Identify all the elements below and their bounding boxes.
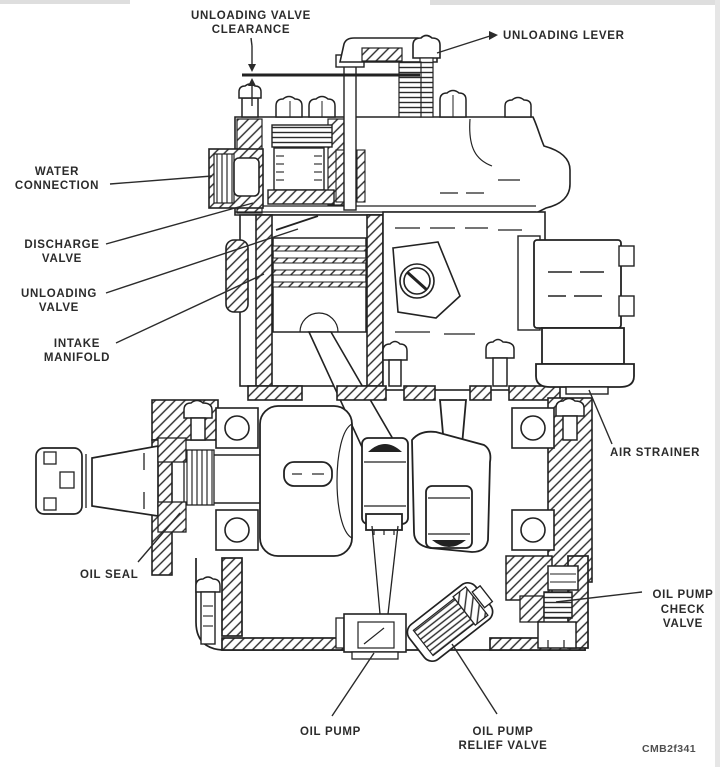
label-air-strainer: AIR STRAINER (610, 447, 700, 459)
main-bearings (215, 407, 555, 551)
label-oil-seal: OIL SEAL (80, 569, 138, 581)
oil-pan-bolt (195, 576, 221, 645)
leader-oil-pump-relief-valve (451, 643, 498, 715)
label-oil-pump: OIL PUMP (300, 726, 361, 738)
leader-discharge-valve (105, 202, 254, 245)
leader-oil-seal (137, 512, 181, 563)
figure-code: CMB2f341 (642, 743, 696, 755)
leader-clearance-stub (250, 37, 253, 47)
label-unloading-lever: UNLOADING LEVER (503, 30, 625, 42)
label-oil-pump-relief-valve-1: OIL PUMP (473, 726, 534, 738)
label-oil-pump-check-valve-3: VALVE (663, 618, 703, 630)
leader-oil-pump-check-valve (555, 591, 643, 603)
label-oil-pump-check-valve-2: CHECK (661, 604, 705, 616)
label-water-connection-1: WATER (35, 166, 79, 178)
leader-unloading-lever (436, 35, 491, 54)
oil-pump-check-valve-part (505, 555, 579, 649)
leader-air-strainer (588, 389, 613, 445)
water-connection (208, 148, 264, 209)
unloading-valve-stem (335, 54, 366, 211)
label-discharge-valve-2: VALVE (42, 253, 82, 265)
label-unloading-valve-2: VALVE (39, 302, 79, 314)
leader-intake-manifold (115, 273, 265, 344)
piston (272, 215, 367, 333)
oil-seal-part (157, 501, 187, 533)
oil-pump-part (335, 525, 407, 660)
unloading-lever-assembly (242, 34, 441, 118)
drive-end (35, 437, 187, 533)
leader-oil-pump (331, 652, 375, 717)
label-unloading-valve-1: UNLOADING (21, 288, 97, 300)
label-unloading-valve-clearance-1: UNLOADING VALVE (191, 10, 311, 22)
crankcase-bolts (183, 397, 585, 441)
head-bolts (238, 83, 532, 118)
air-strainer-part (517, 235, 635, 395)
label-unloading-valve-clearance-2: CLEARANCE (212, 24, 291, 36)
crankshaft (172, 399, 492, 557)
label-water-connection-2: CONNECTION (15, 180, 99, 192)
label-oil-pump-check-valve-1: OIL PUMP (653, 589, 714, 601)
oil-pump-relief-valve-part (406, 581, 494, 663)
callout-labels: UNLOADING VALVE CLEARANCE UNLOADING LEVE… (15, 10, 714, 755)
label-discharge-valve-1: DISCHARGE (24, 239, 99, 251)
label-oil-pump-relief-valve-2: RELIEF VALVE (458, 740, 547, 752)
label-intake-manifold-2: MANIFOLD (44, 352, 110, 364)
label-intake-manifold-1: INTAKE (54, 338, 100, 350)
discharge-valve-assembly (267, 124, 335, 205)
block-flange-bolts (382, 338, 515, 387)
leader-lines (105, 31, 643, 717)
leader-unloading-valve (105, 228, 299, 294)
leader-water-connection (109, 175, 213, 185)
